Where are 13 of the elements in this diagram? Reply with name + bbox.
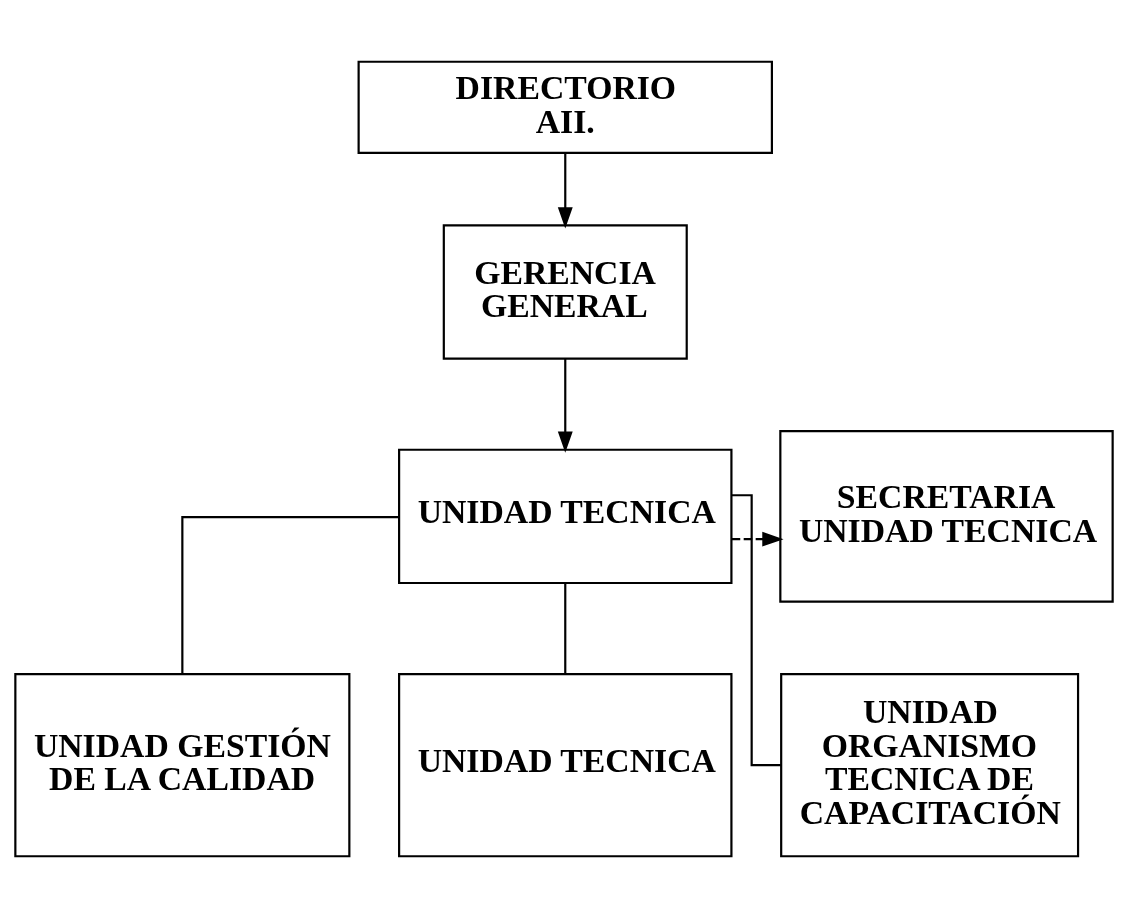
arrow [731, 531, 784, 547]
arrow [557, 358, 573, 453]
node-box: GERENCIA GENERAL [442, 223, 688, 360]
node-box: UNIDAD ORGANISMO TECNICA DE CAPACITACIÓN [780, 672, 1080, 857]
node-box: UNIDAD GESTIÓN DE LA CALIDAD [14, 672, 351, 857]
node-box: DIRECTORIO AII. [357, 60, 773, 154]
connector [181, 515, 399, 674]
node-box: SECRETARIA UNIDAD TECNICA [779, 429, 1114, 603]
arrow [557, 152, 573, 229]
node-box: UNIDAD TECNICA [398, 448, 733, 584]
node-box: UNIDAD TECNICA [398, 672, 733, 857]
connector [564, 582, 567, 674]
connector [731, 493, 782, 766]
